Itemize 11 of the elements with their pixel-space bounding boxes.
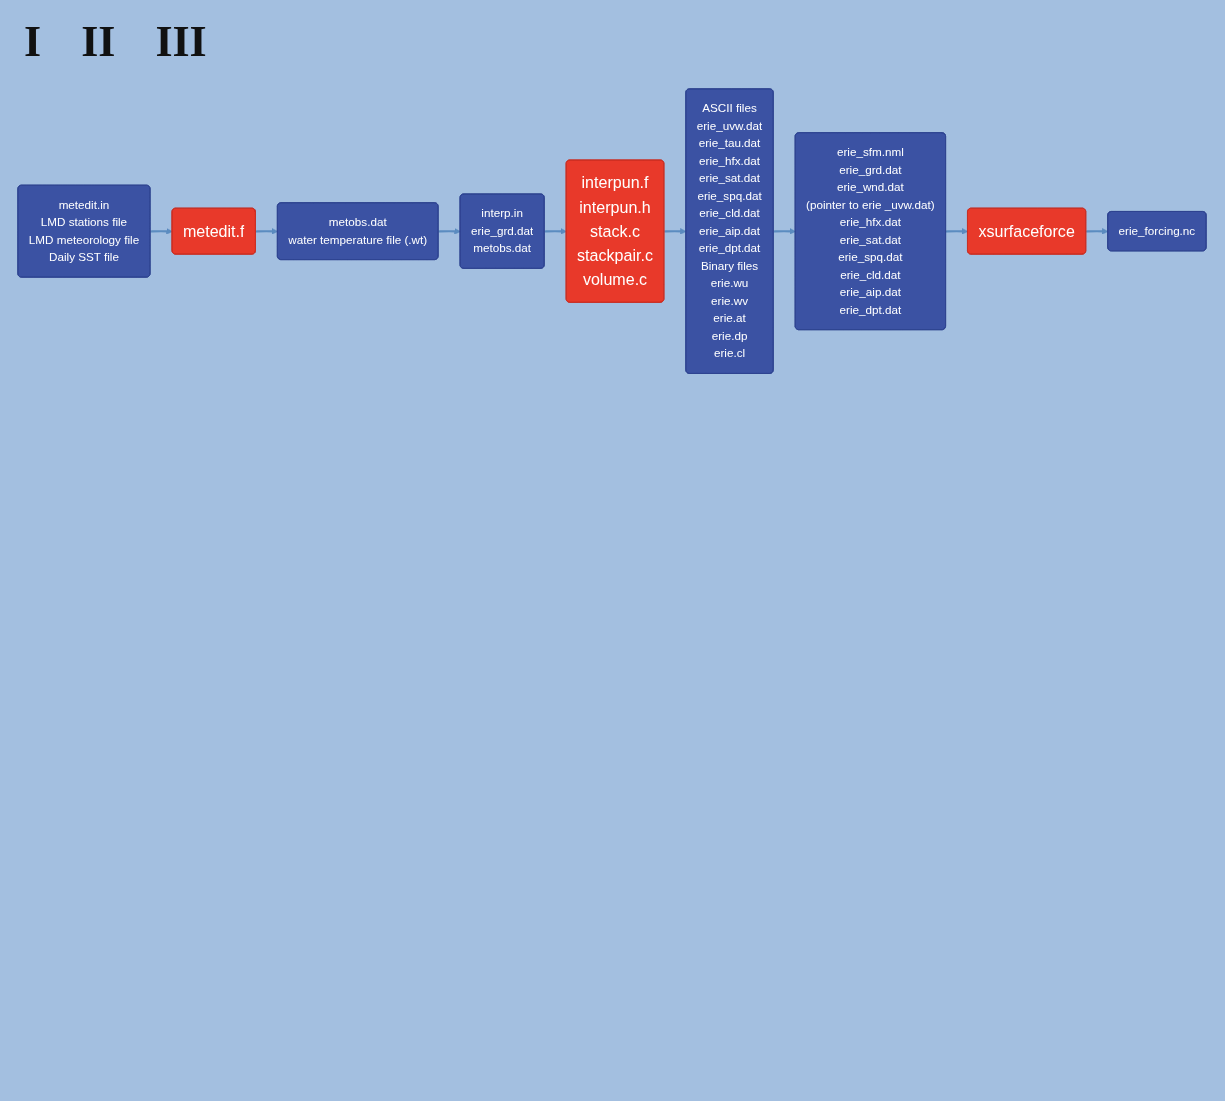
- arrow: [1086, 228, 1109, 235]
- section-numeral: III: [155, 16, 207, 67]
- arrow: [773, 228, 796, 235]
- arrow: [255, 228, 278, 235]
- arrow: [664, 228, 687, 235]
- section-numeral: II: [81, 16, 116, 67]
- arrow: [438, 228, 461, 235]
- arrow: [544, 228, 567, 235]
- section-numeral: I: [24, 16, 42, 67]
- arrow: [150, 228, 173, 235]
- arrow: [945, 228, 969, 235]
